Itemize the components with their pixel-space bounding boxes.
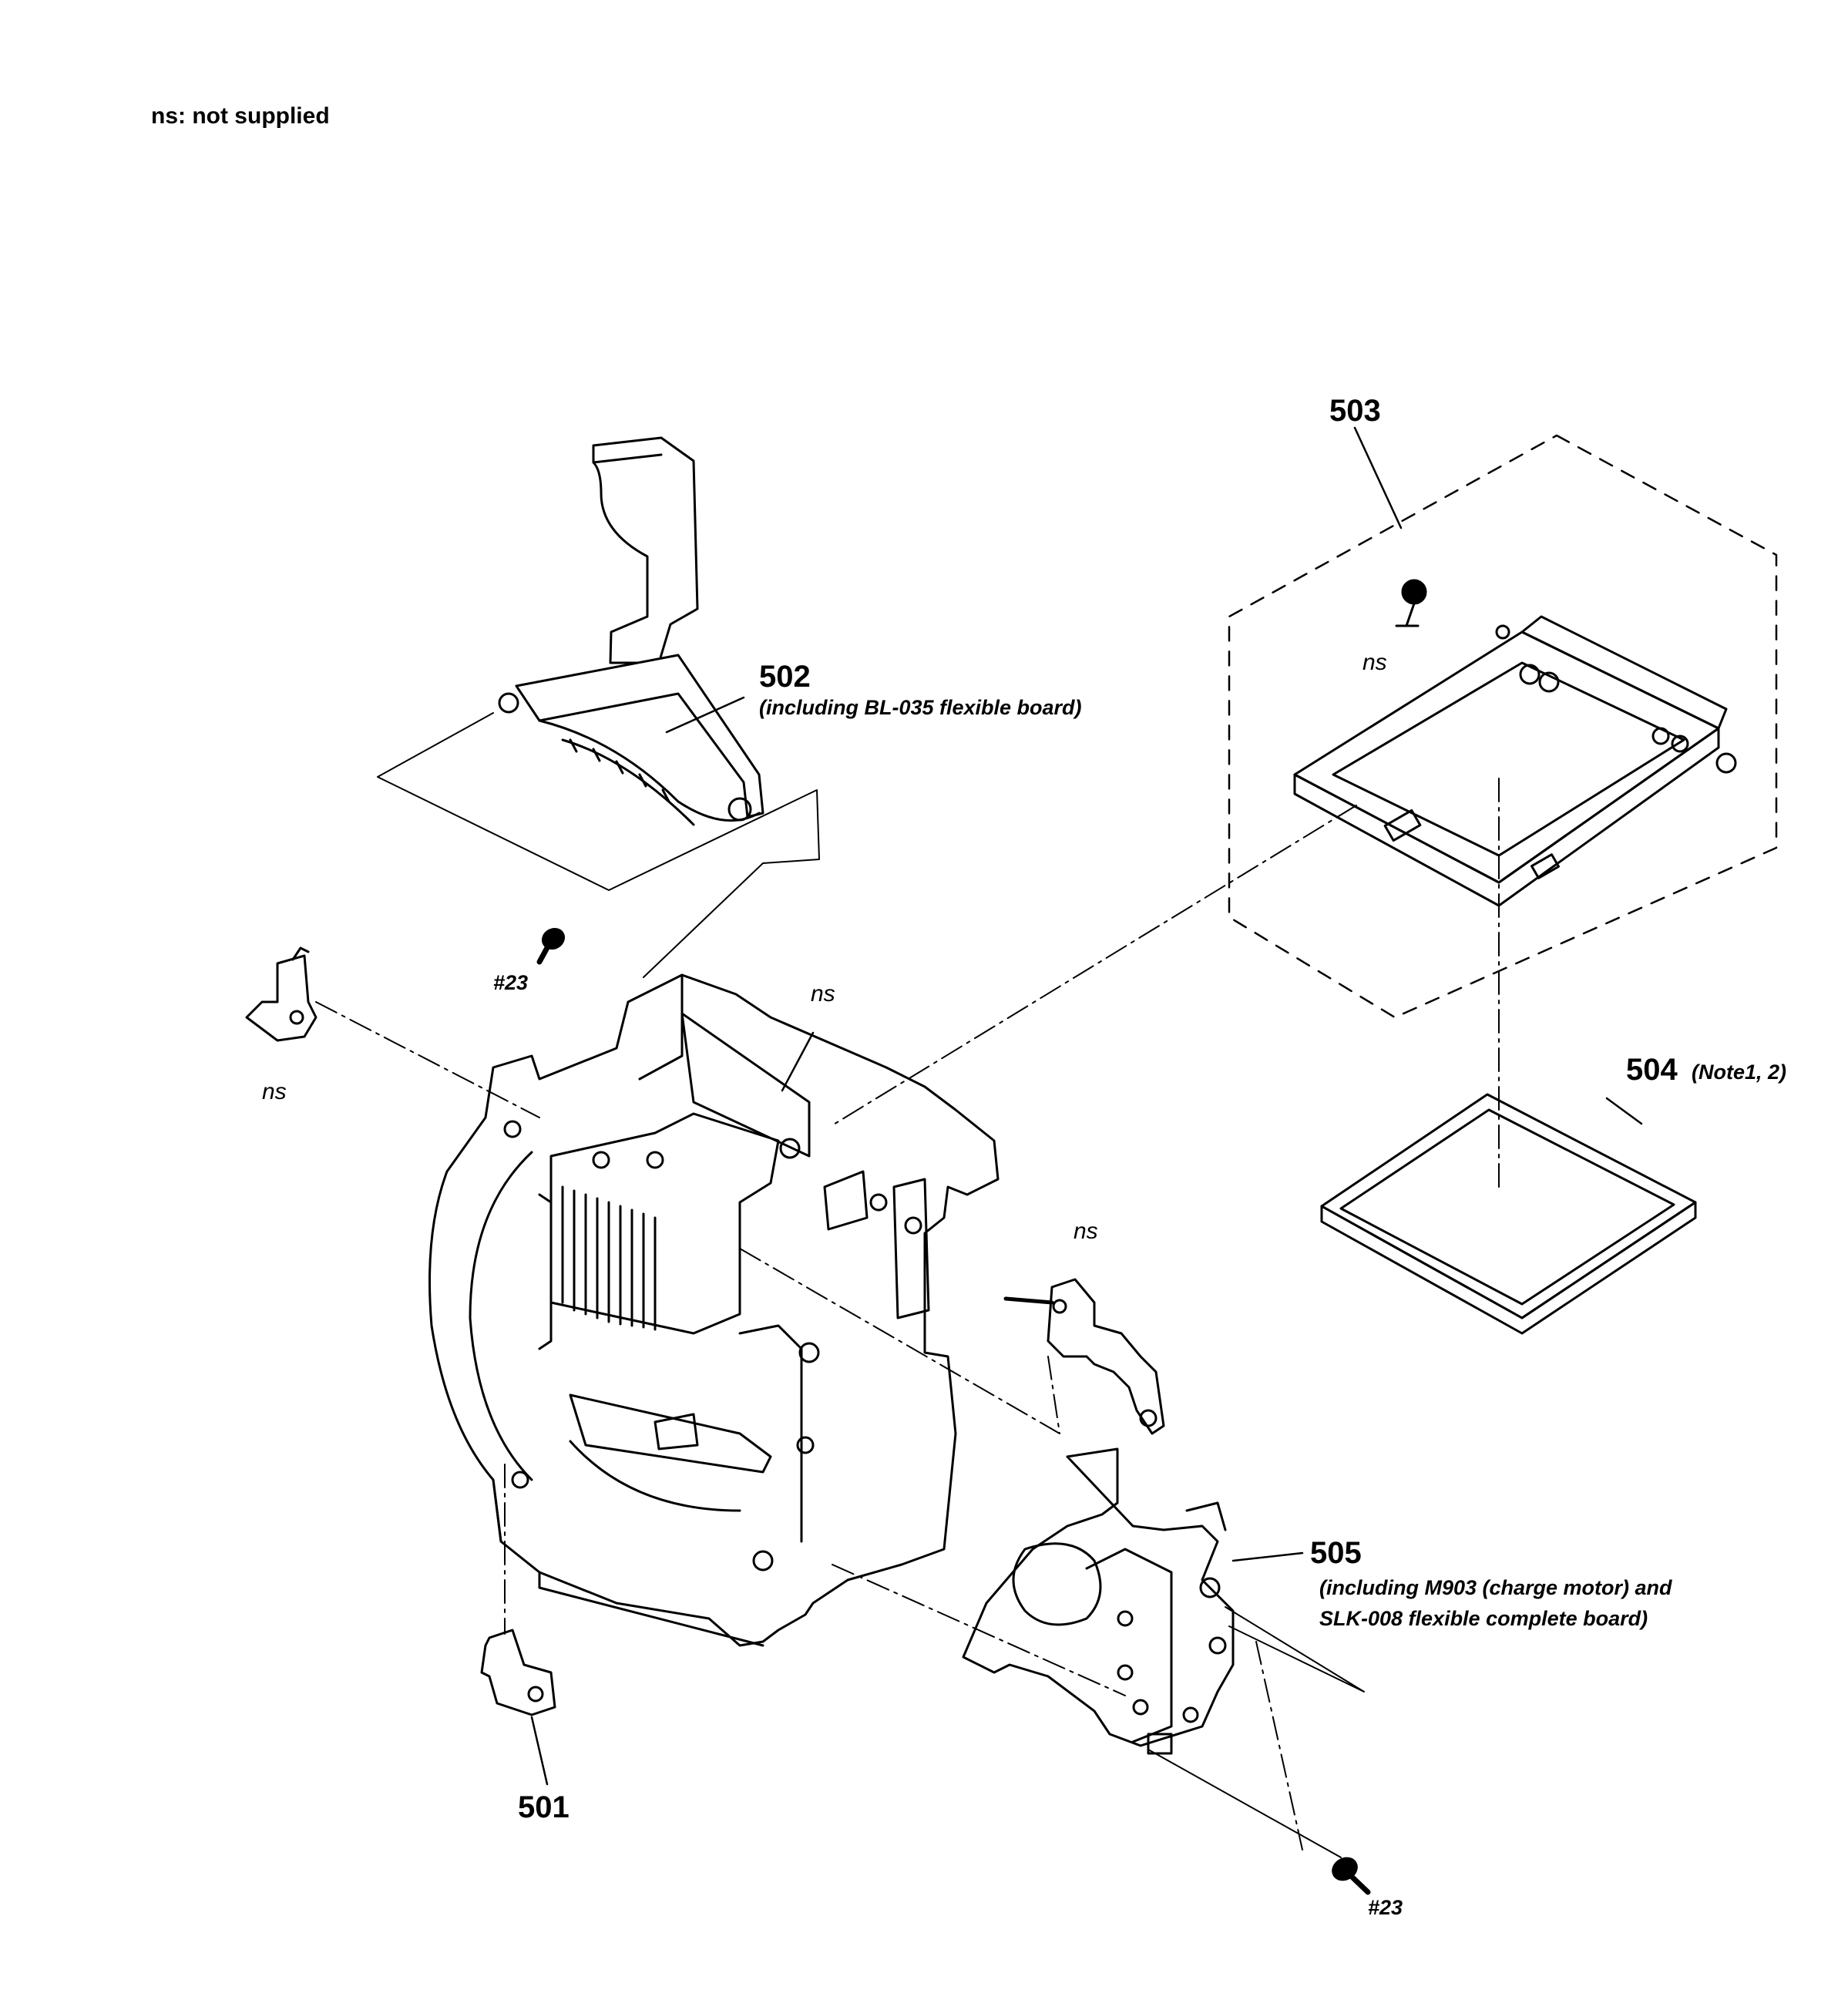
screw-lower xyxy=(1332,1857,1371,1895)
part-505-number: 505 xyxy=(1310,1536,1362,1570)
part-502-description: (including BL-035 flexible board) xyxy=(759,696,1082,719)
main-body-ns-leader xyxy=(781,1031,815,1092)
part-503-ns-screw xyxy=(1395,579,1427,627)
legend-text: ns: not supplied xyxy=(151,103,330,129)
part-505-assembly xyxy=(962,1447,1235,1755)
part-right-bracket-guide xyxy=(739,1248,1060,1434)
main-body xyxy=(428,973,1000,1647)
part-left-ns-bracket xyxy=(245,946,318,1042)
screw-label-lower: #23 xyxy=(1368,1896,1403,1919)
ns-label-left-bracket: ns xyxy=(262,1079,287,1104)
part-503-number: 503 xyxy=(1329,394,1381,428)
part-505-description-line1: (including M903 (charge motor) and xyxy=(1319,1576,1672,1599)
part-503-leader xyxy=(1353,426,1403,529)
part-right-ns-bracket xyxy=(1003,1278,1165,1435)
screw-label-upper: #23 xyxy=(493,971,529,994)
guide-503-to-body xyxy=(832,805,1357,1126)
part-502-assembly xyxy=(498,436,764,826)
ns-label-503: ns xyxy=(1362,650,1387,675)
guide-body-to-505 xyxy=(832,1564,1126,1696)
part-502-leader xyxy=(665,696,745,734)
part-505-guide-lines xyxy=(1225,1606,1365,1693)
guide-505-screw-vertical xyxy=(1255,1641,1303,1850)
part-501-leader xyxy=(530,1716,549,1786)
part-504-number: 504 xyxy=(1626,1053,1678,1087)
ns-label-body: ns xyxy=(811,981,835,1007)
screw-upper xyxy=(536,927,566,965)
part-504-plate xyxy=(1320,1093,1697,1335)
part-501-bracket xyxy=(480,1629,556,1716)
part-503-frame xyxy=(1293,615,1737,907)
part-502-number: 502 xyxy=(759,660,811,694)
ns-label-right-bracket: ns xyxy=(1074,1219,1098,1244)
part-505-leader xyxy=(1231,1551,1304,1562)
part-505-description-line2: SLK-008 flexible complete board) xyxy=(1319,1607,1648,1630)
part-501-number: 501 xyxy=(518,1790,570,1824)
part-504-note: (Note1, 2) xyxy=(1692,1061,1787,1084)
part-504-leader xyxy=(1605,1097,1643,1125)
part-left-bracket-guide xyxy=(315,1001,540,1118)
part-502-guide-lines xyxy=(377,712,820,978)
part-503-dashed-boundary xyxy=(1228,434,1778,1019)
guide-505-to-screw xyxy=(1147,1749,1342,1858)
